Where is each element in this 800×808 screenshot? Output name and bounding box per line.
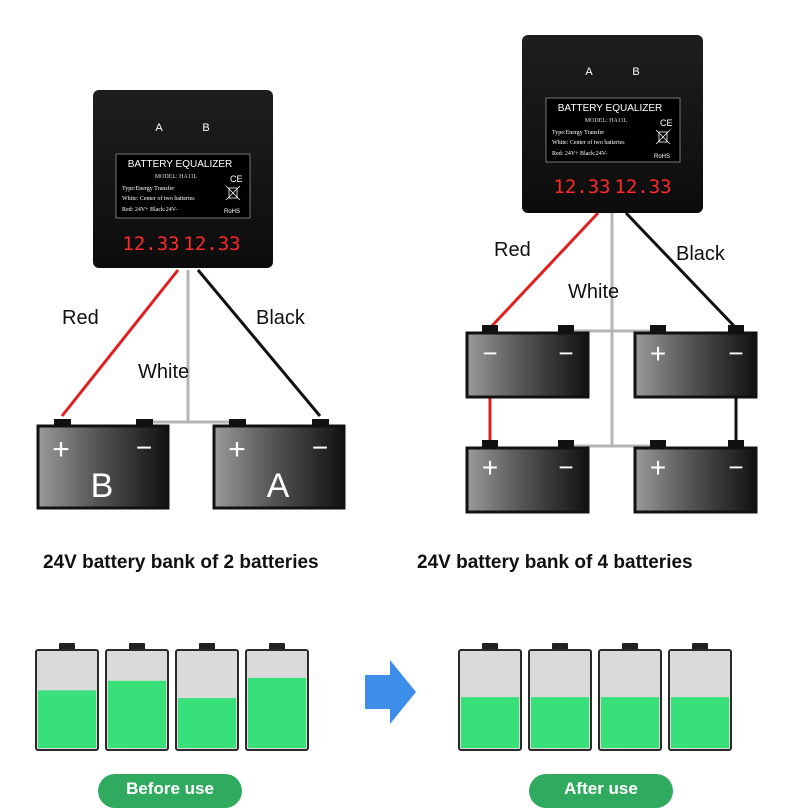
right-line-type: Type:Energy Transfer — [552, 129, 604, 136]
right-ce-mark: CE — [660, 118, 673, 128]
right-battery-top-right: + − — [633, 325, 758, 399]
right-device-title: BATTERY EQUALIZER — [558, 103, 662, 114]
right-black-wire — [624, 211, 738, 330]
left-reading-right: 12.33 — [183, 233, 240, 255]
after-battery-2 — [528, 643, 592, 751]
right-battery-top-left: − − — [465, 325, 590, 399]
left-battery-b-plus: + — [52, 433, 70, 466]
before-battery-3-level — [178, 698, 236, 748]
left-bin-icon — [225, 185, 241, 201]
right-br-plus: + — [650, 452, 666, 483]
left-battery-b: + − B — [36, 419, 170, 510]
left-battery-a-plus: + — [228, 433, 246, 466]
before-use-badge: Before use — [98, 774, 242, 808]
right-line-white: White: Center of two batteries — [552, 139, 625, 146]
left-line-red-black: Red: 24V+ Black:24V- — [122, 207, 178, 213]
right-bl-minus: − — [558, 452, 573, 482]
left-battery-a-name: A — [267, 467, 290, 505]
right-bin-icon — [655, 129, 671, 145]
right-red-wire — [488, 211, 600, 330]
right-equalizer-device: A B BATTERY EQUALIZER MODEL: HA11L CE Ty… — [522, 35, 703, 213]
left-line-white: White: Center of two batteries — [122, 195, 195, 202]
right-port-b: B — [632, 66, 639, 78]
right-tr-plus: + — [650, 338, 666, 369]
right-black-label: Black — [676, 243, 726, 265]
left-reading-left: 12.33 — [122, 233, 179, 255]
right-battery-bottom-left: + − — [465, 440, 590, 514]
left-red-label: Red — [62, 307, 99, 329]
right-wires: Red White Black — [488, 211, 738, 448]
after-battery-3 — [598, 643, 662, 751]
before-batteries — [35, 643, 309, 751]
left-battery-a-minus: − — [312, 432, 328, 463]
right-reading-right: 12.33 — [614, 176, 671, 198]
left-line-type: Type:Energy Transfer — [122, 185, 174, 192]
before-battery-3 — [175, 643, 239, 751]
after-battery-1-level — [461, 697, 519, 748]
right-rohs: RoHS — [654, 154, 670, 160]
right-line-red-black: Red: 24V+ Black:24V- — [552, 151, 608, 157]
before-battery-2-level — [108, 680, 166, 748]
right-white-label: White — [568, 281, 619, 303]
after-batteries — [458, 643, 732, 751]
after-battery-2-level — [531, 697, 589, 748]
left-battery-b-minus: − — [136, 432, 152, 463]
caption-two-batteries: 24V battery bank of 2 batteries — [43, 552, 319, 573]
left-ce-mark: CE — [230, 174, 243, 184]
left-black-label: Black — [256, 307, 306, 329]
right-tl-minus-a: − — [482, 338, 497, 368]
left-wires: Red White Black — [60, 269, 322, 424]
left-battery-b-name: B — [91, 467, 114, 505]
left-port-b: B — [202, 122, 209, 134]
left-device-title: BATTERY EQUALIZER — [128, 159, 232, 170]
right-arrow-icon — [365, 660, 416, 724]
right-tl-minus-b: − — [558, 338, 573, 368]
after-battery-3-level — [601, 697, 659, 748]
before-battery-4 — [245, 643, 309, 751]
left-port-a: A — [155, 122, 163, 134]
right-bl-plus: + — [482, 452, 498, 483]
left-black-wire — [196, 269, 322, 417]
left-red-wire — [60, 269, 180, 417]
right-port-a: A — [585, 66, 593, 78]
right-br-minus: − — [728, 452, 743, 482]
right-device-model: MODEL: HA11L — [585, 118, 628, 124]
before-battery-1-level — [38, 690, 96, 748]
left-battery-a: + − A — [212, 419, 346, 510]
right-tr-minus: − — [728, 338, 743, 368]
right-reading-left: 12.33 — [553, 176, 610, 198]
after-battery-1 — [458, 643, 522, 751]
caption-four-batteries: 24V battery bank of 4 batteries — [417, 552, 693, 573]
right-battery-bottom-right: + − — [633, 440, 758, 514]
left-device-model: MODEL: HA11L — [155, 174, 198, 180]
left-white-label: White — [138, 361, 189, 383]
left-equalizer-device: A B BATTERY EQUALIZER MODEL: HA11L CE Ty… — [93, 90, 273, 268]
before-battery-2 — [105, 643, 169, 751]
after-use-badge: After use — [529, 774, 673, 808]
after-battery-4 — [668, 643, 732, 751]
before-battery-1 — [35, 643, 99, 751]
right-red-label: Red — [494, 239, 531, 261]
before-battery-4-level — [248, 677, 306, 748]
left-rohs: RoHS — [224, 209, 240, 215]
after-battery-4-level — [671, 697, 729, 748]
